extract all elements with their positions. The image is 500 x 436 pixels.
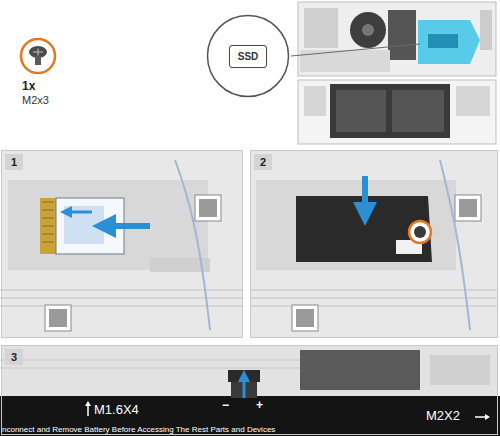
polarity-mark: + — [256, 399, 263, 411]
leader-line — [291, 44, 420, 56]
step-number: 1 — [5, 154, 23, 170]
step-number: 3 — [5, 349, 23, 365]
step2-board — [250, 150, 498, 338]
screw-size: M2x3 — [22, 95, 49, 106]
step-panel: 3 — [1, 345, 498, 435]
step-number: 2 — [254, 154, 272, 170]
step-panel: 1 — [1, 150, 243, 338]
polarity-mark: − — [222, 399, 229, 411]
icon-label: SSD — [229, 45, 268, 68]
step1-board — [0, 150, 243, 338]
warning-note: nconnect and Remove Battery Before Acces… — [2, 426, 275, 434]
icon-circle: SSD — [206, 14, 290, 98]
screw-count: 1x — [22, 80, 35, 92]
laptop-thumbnail — [298, 2, 496, 144]
screw-size: M2X2 — [426, 409, 460, 422]
screw-icon — [21, 39, 55, 73]
screw-size: M1.6X4 — [94, 403, 139, 416]
step-panel: 2 — [250, 150, 498, 338]
step3-battery — [0, 345, 500, 436]
